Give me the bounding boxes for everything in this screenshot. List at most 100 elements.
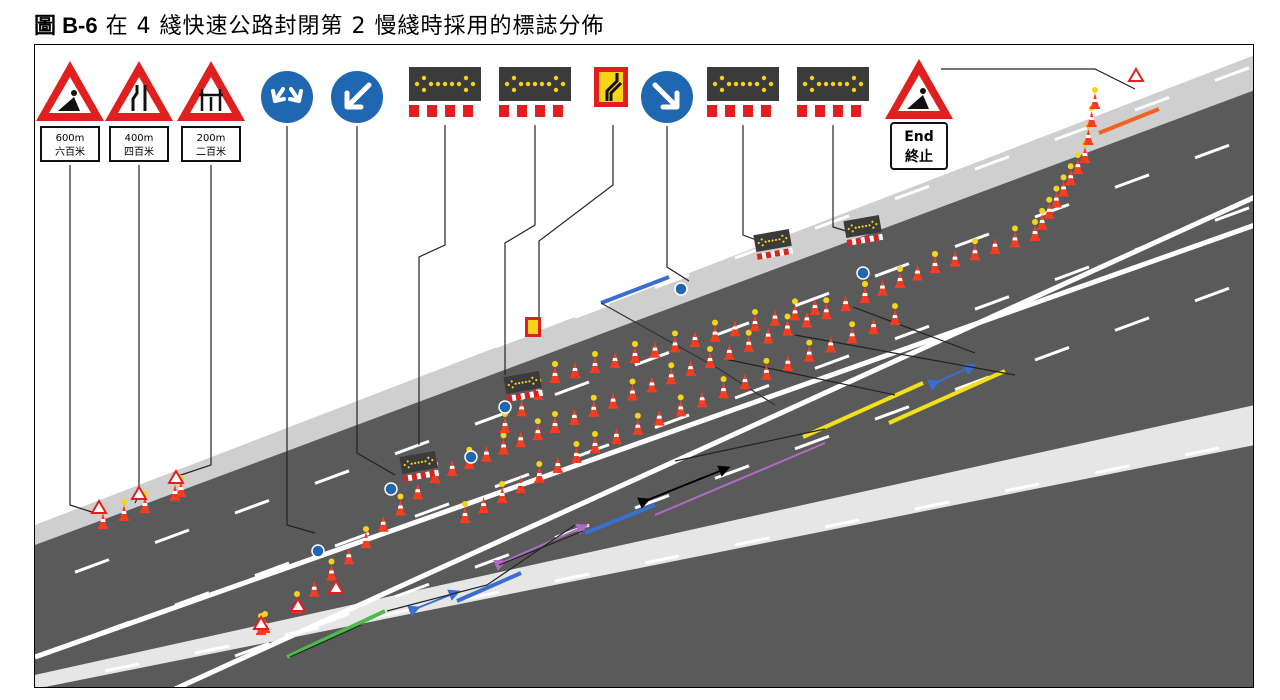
- flashing-lamp: [972, 238, 978, 245]
- lane-dash: [394, 439, 430, 456]
- road-arrow-boards: [399, 215, 884, 482]
- cone: [743, 329, 754, 352]
- flashing-lamp: [262, 611, 268, 617]
- dim-line-purple: [654, 442, 826, 516]
- cone: [724, 343, 735, 360]
- lane-dash: [234, 359, 270, 375]
- cone: [532, 418, 543, 441]
- cone: [650, 341, 660, 358]
- lane-dash: [394, 299, 430, 316]
- road-warning-signs: [90, 67, 1145, 630]
- lane-dash: [94, 480, 130, 497]
- yellow-mark-2: [888, 369, 1006, 425]
- cone: [670, 330, 680, 353]
- cone: [550, 411, 560, 433]
- flashing-lamp: [500, 432, 507, 439]
- cone: [821, 297, 832, 320]
- cone: [840, 295, 851, 312]
- lane-dash: [174, 451, 210, 467]
- cone: [801, 311, 812, 328]
- cone: [730, 320, 740, 337]
- lane-dash: [554, 240, 590, 257]
- cone: [705, 346, 715, 368]
- cone: [1072, 152, 1083, 175]
- cone: [1058, 174, 1069, 197]
- flashing-lamp: [328, 558, 335, 565]
- flashing-lamp: [573, 441, 580, 447]
- road-blue-signs: [311, 266, 870, 558]
- lane-dash: [1034, 203, 1070, 219]
- cone: [1037, 207, 1048, 230]
- flashing-lamp: [668, 362, 675, 369]
- lane-dash: [824, 518, 860, 529]
- svg-text:終止: 終止: [905, 148, 933, 165]
- lane-dash: [474, 270, 510, 286]
- cone: [860, 281, 870, 303]
- cone: [750, 309, 760, 331]
- cone: [447, 459, 458, 476]
- lane-dash: [234, 642, 270, 658]
- traffic-layout-diagram: 600m 六百米 400m 四百米 200m 二百米: [35, 55, 1253, 687]
- lane-dash: [1054, 265, 1090, 282]
- leader-lines: [69, 68, 1136, 658]
- svg-text:四百米: 四百米: [124, 145, 154, 158]
- cone: [1044, 196, 1055, 219]
- lane-dash: [414, 362, 450, 378]
- lane-dash: [464, 590, 500, 601]
- orange-mark: [1098, 107, 1160, 135]
- flashing-lamp: [792, 298, 798, 305]
- flashing-lamp: [592, 431, 598, 437]
- cone: [571, 441, 582, 463]
- lane-dash: [814, 354, 850, 370]
- lane-closed-sign: [177, 61, 245, 121]
- cone: [950, 250, 960, 267]
- arrow-board-sign-4: [797, 67, 869, 117]
- cone: [970, 238, 980, 261]
- flashing-lamp: [552, 411, 558, 417]
- cone: [1065, 163, 1076, 186]
- cone: [309, 580, 320, 597]
- lane-dash: [974, 155, 1010, 171]
- flashing-lamp: [592, 351, 598, 357]
- flashing-lamp: [707, 346, 713, 352]
- cone: [497, 481, 508, 503]
- cone: [326, 558, 337, 581]
- road-narrows-sign: [105, 61, 173, 121]
- road-lane-shift-sign: [525, 317, 541, 337]
- cone: [847, 321, 858, 344]
- flashing-lamp: [752, 309, 758, 315]
- cone: [810, 299, 820, 315]
- flashing-lamp: [1067, 163, 1074, 170]
- lane-dash: [254, 421, 290, 438]
- arrow-board-sign-1: [409, 67, 481, 117]
- lane-dash: [1194, 143, 1230, 160]
- flashing-lamp: [849, 321, 856, 328]
- cone: [552, 457, 563, 473]
- figure-title: 圖 B-6 在 4 綫快速公路封閉第 2 慢綫時採用的標誌分佈: [34, 8, 605, 39]
- cone: [119, 499, 129, 521]
- figure-caption: 在 4 綫快速公路封閉第 2 慢綫時採用的標誌分佈: [105, 14, 605, 39]
- lane-dash: [74, 558, 110, 574]
- lane-dash: [334, 392, 370, 408]
- flashing-lamp: [632, 341, 638, 347]
- cone: [666, 362, 677, 385]
- cone: [675, 394, 686, 417]
- lane-dash: [574, 303, 610, 319]
- svg-text:200m: 200m: [197, 133, 226, 144]
- cone: [361, 526, 371, 548]
- blue-mark-3: [600, 275, 670, 305]
- cone: [930, 251, 940, 273]
- cone: [710, 319, 720, 342]
- cone: [590, 351, 600, 373]
- flashing-lamp: [121, 499, 127, 505]
- keep-right-sign: [638, 68, 696, 126]
- diagram-frame: 600m 六百米 400m 四百米 200m 二百米: [34, 44, 1254, 688]
- cone: [1010, 225, 1020, 248]
- cone: [608, 392, 619, 409]
- lane-dash: [714, 181, 750, 197]
- lane-dash: [794, 151, 830, 168]
- flashing-lamp: [897, 266, 903, 272]
- cone: [550, 361, 560, 383]
- cone: [478, 497, 489, 513]
- lane-dash: [1114, 173, 1150, 189]
